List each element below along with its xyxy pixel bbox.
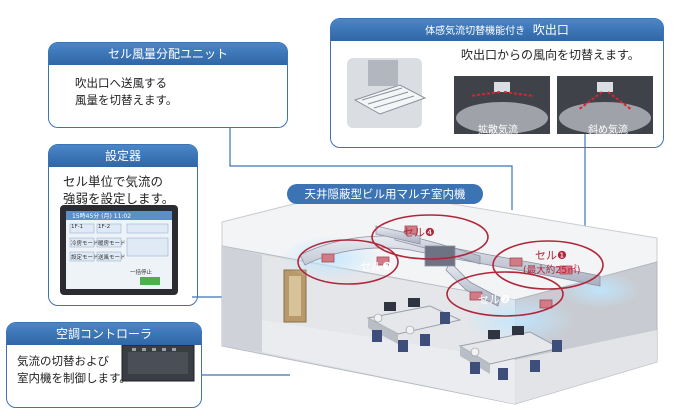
- cell-unit-callout: セル風量分配ユニット 吹出口へ送風する 風量を切替えます。: [48, 42, 288, 128]
- mode-diffuse-label: 拡散気流: [478, 125, 518, 136]
- screen-btn-5: 設定モード: [71, 255, 99, 261]
- controller-title: 設定器: [49, 145, 197, 167]
- controller-callout: 設定器 セル単位で気流の 強弱を設定します。: [48, 144, 198, 306]
- screen-btn-3: 冷房モード: [71, 241, 99, 247]
- screen-btn-6: 送風モード: [98, 255, 126, 261]
- screen-btn-2: 1F-2: [98, 224, 111, 230]
- cell-unit-description: 吹出口へ送風する 風量を切替えます。: [75, 76, 178, 107]
- cell-4-label: セル❹: [403, 226, 435, 239]
- ac-controller-title: 空調コントローラ: [7, 323, 201, 345]
- cell-2-label: セル❷: [478, 293, 510, 306]
- screen-btn-7: 一括停止: [130, 270, 153, 276]
- cell-unit-title: セル風量分配ユニット: [49, 43, 287, 65]
- screen-btn-1: 1F-1: [71, 224, 84, 230]
- cell-1-area: (最大約25㎡): [523, 265, 581, 276]
- outlet-title-prefix: 体感気流切替機能付き: [425, 26, 526, 37]
- office-furniture: [366, 298, 562, 380]
- controller-device: [60, 205, 178, 295]
- outlet-callout: 体感気流切替機能付き 吹出口 吹出口からの風向を切替えます。: [330, 18, 664, 148]
- ac-controller-description: 気流の切替および 室内機を制御します。: [17, 354, 131, 385]
- controller-screen-status: 15時45分 (月) 11:02: [72, 213, 132, 220]
- screen-btn-4: 暖房モード: [98, 241, 126, 247]
- indoor-unit-label: 天井隠蔽型ビル用マルチ室内機: [287, 184, 483, 204]
- outlet-boxes: [321, 225, 573, 309]
- outlet-header: 体感気流切替機能付き 吹出口: [331, 19, 663, 41]
- cell-3-label: セル❸: [360, 260, 392, 273]
- airflow-arrows: [469, 91, 633, 111]
- ac-controller-callout: 空調コントローラ 気流の切替および 室内機を制御します。: [6, 322, 202, 408]
- cell-ellipses: [297, 214, 604, 317]
- mode-oblique-label: 斜め気流: [588, 125, 628, 136]
- outlet-title-main: 吹出口: [532, 23, 569, 37]
- outlet-subtitle: 吹出口からの風向を切替えます。: [461, 48, 640, 62]
- outlet-image: [347, 58, 427, 128]
- ac-controller-image: [121, 344, 195, 382]
- cell-1-label: セル❶: [535, 249, 567, 262]
- controller-description: セル単位で気流の 強弱を設定します。: [63, 174, 175, 206]
- airflow-photos: [454, 76, 653, 134]
